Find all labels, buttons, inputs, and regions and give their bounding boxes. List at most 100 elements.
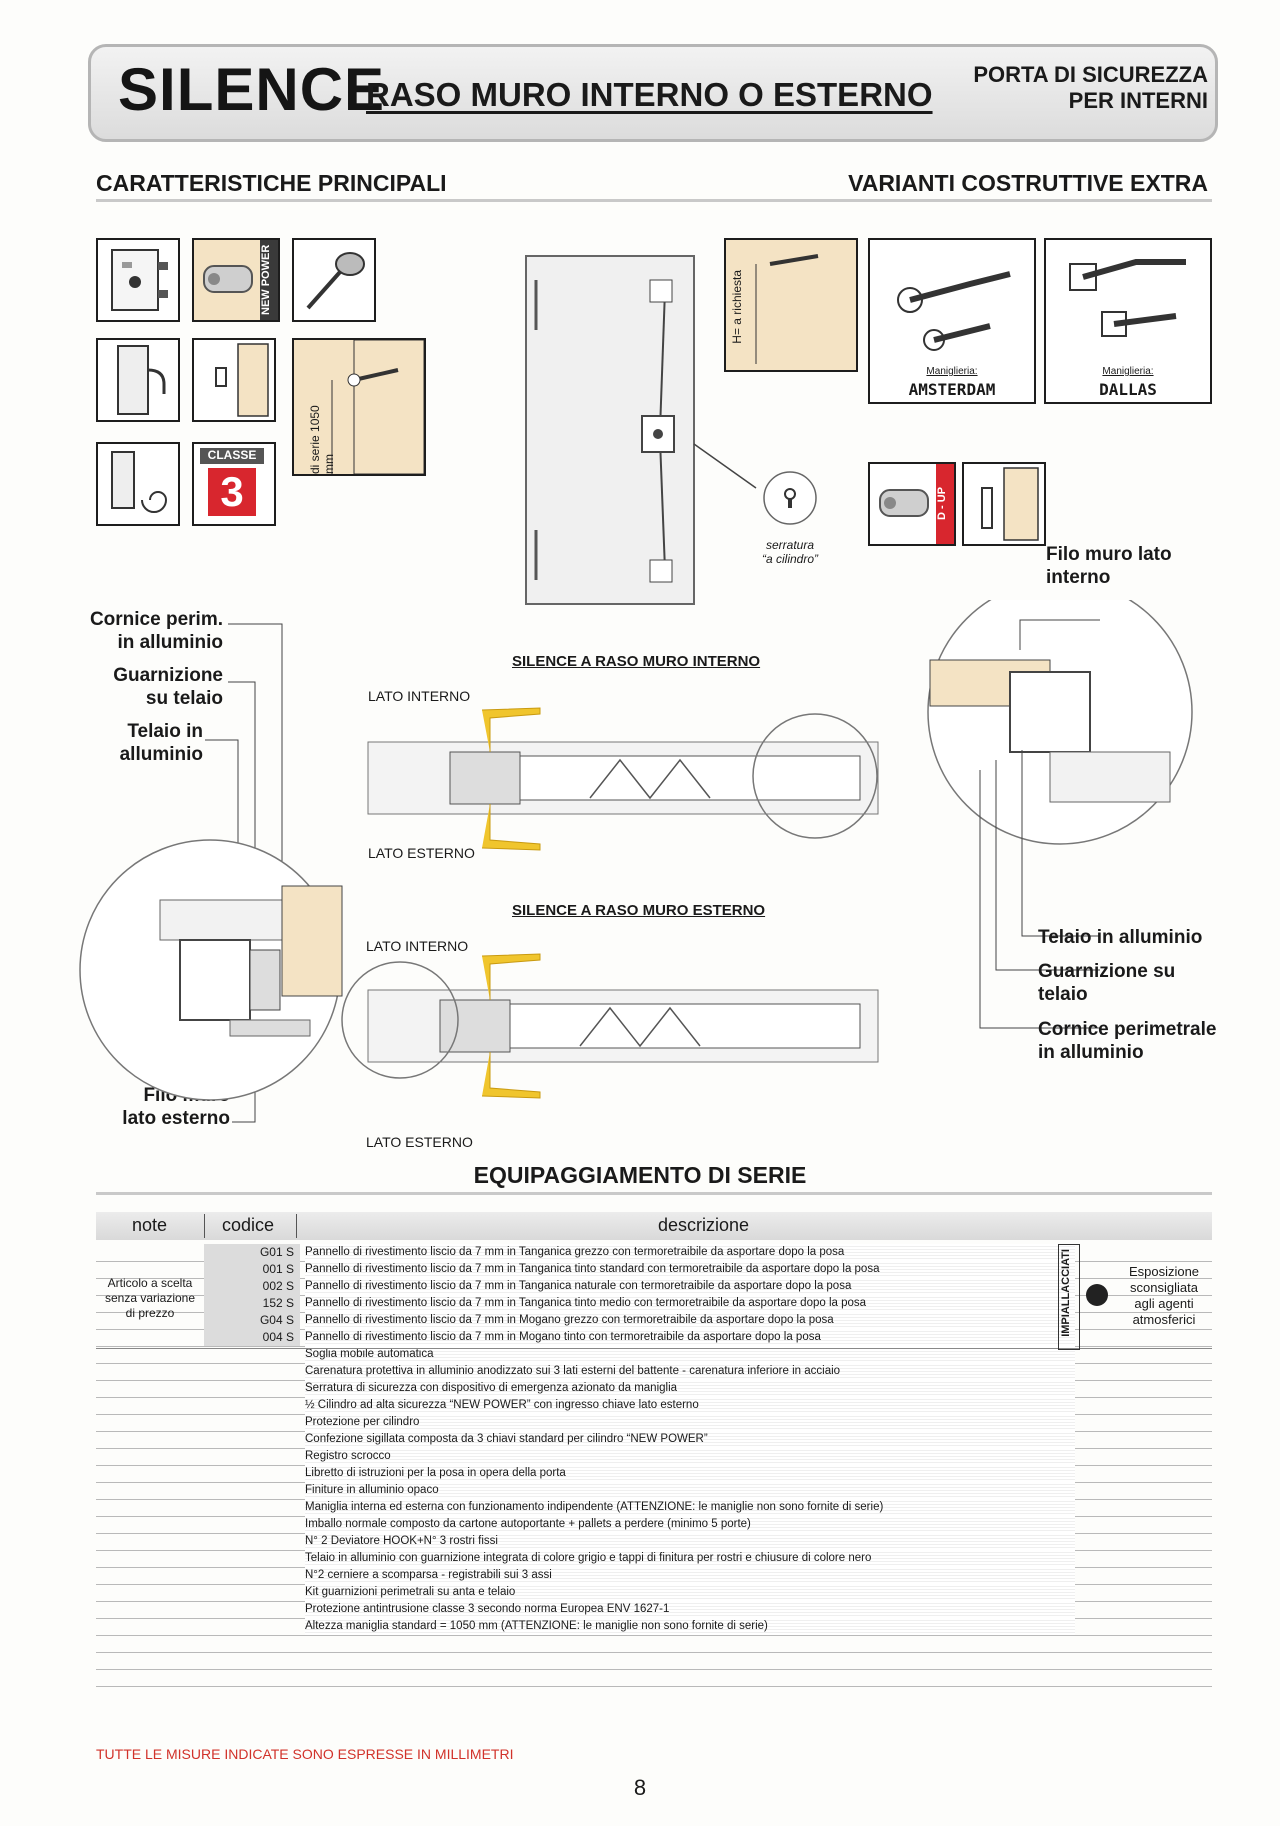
row-description: Pannello di rivestimento liscio da 7 mm … bbox=[305, 1278, 1075, 1295]
row-description: Protezione per cilindro bbox=[305, 1414, 1075, 1431]
row-description: Finiture in alluminio opaco bbox=[305, 1482, 1075, 1499]
note-line-3: di prezzo bbox=[125, 1306, 175, 1320]
door-elevation bbox=[525, 255, 695, 605]
label-cornice: Cornice perim. in alluminio bbox=[88, 608, 223, 654]
table-row: Carenatura protettiva in alluminio anodi… bbox=[96, 1363, 1212, 1381]
door-handle-icon bbox=[331, 339, 425, 475]
table-row: G01 S Pannello di rivestimento liscio da … bbox=[96, 1244, 1212, 1262]
right-guarn-line-2: telaio bbox=[1038, 984, 1088, 1005]
handle-amsterdam-name: AMSTERDAM bbox=[908, 380, 996, 399]
label-cornice-line-1: Cornice perim. bbox=[89, 609, 223, 630]
row-description: Confezione sigillata composta da 3 chiav… bbox=[305, 1431, 1075, 1448]
custom-height-tile: H= a richiesta bbox=[724, 238, 858, 372]
table-row: Registro scrocco bbox=[96, 1448, 1212, 1466]
section-diagrams bbox=[79, 600, 1193, 1123]
table-row: ½ Cilindro ad alta sicurezza “NEW POWER”… bbox=[96, 1397, 1212, 1415]
handle-dallas-icon bbox=[1069, 259, 1186, 337]
impiallacciati-label: IMPIALLACCIATI bbox=[1060, 1249, 1072, 1337]
table-row: N°2 cerniere a scomparsa - registrabili … bbox=[96, 1567, 1212, 1585]
header-banner bbox=[88, 44, 1218, 142]
row-code: 001 S bbox=[204, 1261, 300, 1278]
row-description: N°2 cerniere a scomparsa - registrabili … bbox=[305, 1567, 1075, 1584]
row-code: 004 S bbox=[204, 1329, 300, 1346]
exposure-warning-dot bbox=[1086, 1284, 1108, 1306]
table-row: Maniglia interna ed esterna con funziona… bbox=[96, 1499, 1212, 1517]
row-description: N° 2 Deviatore HOOK+N° 3 rostri fissi bbox=[305, 1533, 1075, 1550]
table-row: Kit guarnizioni perimetrali su anta e te… bbox=[96, 1584, 1212, 1602]
standard-height-label: di serie 1050 mm bbox=[308, 405, 336, 474]
handle-dallas-name: DALLAS bbox=[1099, 380, 1157, 399]
col-divider bbox=[296, 1214, 297, 1238]
row-description: Pannello di rivestimento liscio da 7 mm … bbox=[305, 1295, 1075, 1312]
page-subtitle: RASO MURO INTERNO O ESTERNO bbox=[366, 76, 933, 113]
col-codice: codice bbox=[222, 1215, 275, 1235]
d-up-cylinder-icon bbox=[879, 489, 929, 517]
table-header bbox=[96, 1212, 1212, 1240]
exposure-line-3: agli agenti bbox=[1134, 1296, 1194, 1311]
right-cornice-line-1: Cornice perimetrale bbox=[1038, 1019, 1217, 1040]
impiallacciati-bracket: IMPIALLACCIATI bbox=[1058, 1244, 1080, 1350]
label-filo-interno-line-2: interno bbox=[1046, 567, 1111, 588]
diagram-esterno-title: SILENCE A RASO MURO ESTERNO bbox=[512, 902, 766, 919]
table-row: N° 2 Deviatore HOOK+N° 3 rostri fissi bbox=[96, 1533, 1212, 1551]
table-row: Imballo normale composto da cartone auto… bbox=[96, 1516, 1212, 1534]
col-divider bbox=[204, 1214, 205, 1238]
table-row: Serratura di sicurezza con dispositivo d… bbox=[96, 1380, 1212, 1398]
custom-height-label: H= a richiesta bbox=[730, 270, 744, 344]
note-line-1: Articolo a scelta bbox=[107, 1276, 193, 1290]
handle-amsterdam-caption: Maniglieria: bbox=[926, 366, 978, 377]
row-code: G01 S bbox=[204, 1244, 300, 1261]
classe-number: 3 bbox=[208, 468, 256, 516]
cylinder-tile: NEW POWER bbox=[192, 238, 280, 322]
table-row: Protezione antintrusione classe 3 second… bbox=[96, 1601, 1212, 1619]
threshold-tile bbox=[96, 442, 180, 526]
label-guarnizione-line-1: Guarnizione bbox=[113, 665, 223, 686]
handle-dallas-tile[interactable]: Maniglieria: DALLAS bbox=[1044, 238, 1212, 404]
right-label-telaio: Telaio in alluminio bbox=[1038, 927, 1203, 948]
esterno-lato-esterno: LATO ESTERNO bbox=[366, 1134, 473, 1150]
table-row: Confezione sigillata composta da 3 chiav… bbox=[96, 1431, 1212, 1449]
category-line-2: PER INTERNI bbox=[1068, 88, 1208, 113]
table-row bbox=[96, 1669, 1212, 1687]
row-description: Protezione antintrusione classe 3 second… bbox=[305, 1601, 1075, 1618]
lock-tile bbox=[96, 238, 180, 322]
product-category: PORTA DI SICUREZZA PER INTERNI bbox=[973, 62, 1208, 114]
handle-amsterdam-tile[interactable]: Maniglieria: AMSTERDAM bbox=[868, 238, 1036, 404]
key-icon bbox=[306, 252, 365, 310]
table-row: Telaio in alluminio con guarnizione inte… bbox=[96, 1550, 1212, 1568]
new-power-badge: NEW POWER bbox=[260, 240, 278, 320]
table-row: Libretto di istruzioni per la posa in op… bbox=[96, 1465, 1212, 1483]
hook-bolt-icon bbox=[117, 345, 166, 415]
right-guarn-line-1: Guarnizione su bbox=[1038, 961, 1176, 982]
measurement-note: TUTTE LE MISURE INDICATE SONO ESPRESSE I… bbox=[96, 1746, 514, 1762]
exposure-line-2: sconsigliata bbox=[1130, 1280, 1198, 1295]
label-cornice-line-2: in alluminio bbox=[117, 632, 223, 653]
lock-caption-line-1: serratura bbox=[765, 538, 815, 552]
label-filo-muro-interno: Filo muro lato interno bbox=[1046, 543, 1172, 589]
interno-lato-interno: LATO INTERNO bbox=[368, 688, 471, 704]
table-row: 152 S Pannello di rivestimento liscio da … bbox=[96, 1295, 1212, 1313]
equipment-rule bbox=[96, 1192, 1212, 1195]
page-number: 8 bbox=[633, 1775, 647, 1800]
row-description: Serratura di sicurezza con dispositivo d… bbox=[305, 1380, 1075, 1397]
cylinder-icon bbox=[203, 265, 253, 293]
frame-profile-tile bbox=[192, 338, 276, 422]
row-description: Libretto di istruzioni per la posa in op… bbox=[305, 1465, 1075, 1482]
exposure-line-1: Esposizione bbox=[1128, 1264, 1200, 1279]
row-description: Kit guarnizioni perimetrali su anta e te… bbox=[305, 1584, 1075, 1601]
frame-variant-tile bbox=[962, 462, 1046, 546]
row-description: Pannello di rivestimento liscio da 7 mm … bbox=[305, 1244, 1075, 1261]
equipment-title: EQUIPAGGIAMENTO DI SERIE bbox=[473, 1162, 807, 1188]
note-cell: Articolo a scelta senza variazione di pr… bbox=[96, 1276, 204, 1321]
table-row: Altezza maniglia standard = 1050 mm (ATT… bbox=[96, 1618, 1212, 1636]
row-description: Registro scrocco bbox=[305, 1448, 1075, 1465]
label-filo-interno-line-1: Filo muro lato bbox=[1046, 544, 1172, 565]
row-code: 152 S bbox=[204, 1295, 300, 1312]
col-note: note bbox=[132, 1215, 168, 1235]
exposure-line-4: atmosferici bbox=[1132, 1312, 1196, 1327]
threshold-seal-icon bbox=[111, 451, 168, 513]
d-up-cylinder-tile: D - UP bbox=[868, 462, 956, 546]
